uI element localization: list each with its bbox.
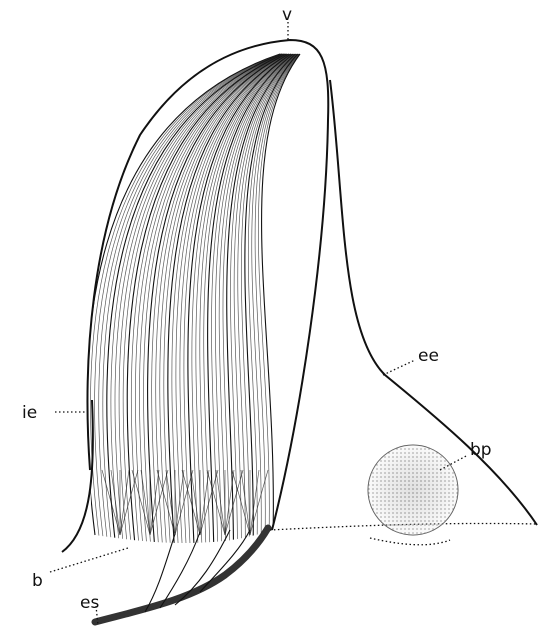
- fiber-tuft: [102, 470, 120, 535]
- fiber-strand: [262, 54, 300, 535]
- label-b: b: [32, 571, 43, 591]
- basal-stalk: [95, 528, 268, 622]
- fiber-tuft: [111, 470, 120, 535]
- ee-leader: [383, 360, 415, 375]
- fiber-strands: [86, 54, 300, 543]
- fiber-strand: [180, 54, 290, 543]
- fiber-strand: [188, 54, 291, 543]
- label-v: v: [282, 5, 292, 25]
- label-ie: ie: [22, 403, 37, 423]
- fiber-strand: [127, 54, 284, 540]
- fiber-tuft: [175, 470, 184, 535]
- fiber-strand: [252, 54, 299, 537]
- fiber-tuft: [175, 470, 193, 535]
- b-leader: [50, 548, 128, 572]
- label-bp: bp: [470, 440, 492, 460]
- fiber-tuft: [250, 470, 259, 535]
- fiber-tuft: [200, 470, 209, 535]
- label-ee: ee: [418, 346, 439, 366]
- fiber-strand: [119, 54, 283, 539]
- label-es: es: [80, 593, 99, 613]
